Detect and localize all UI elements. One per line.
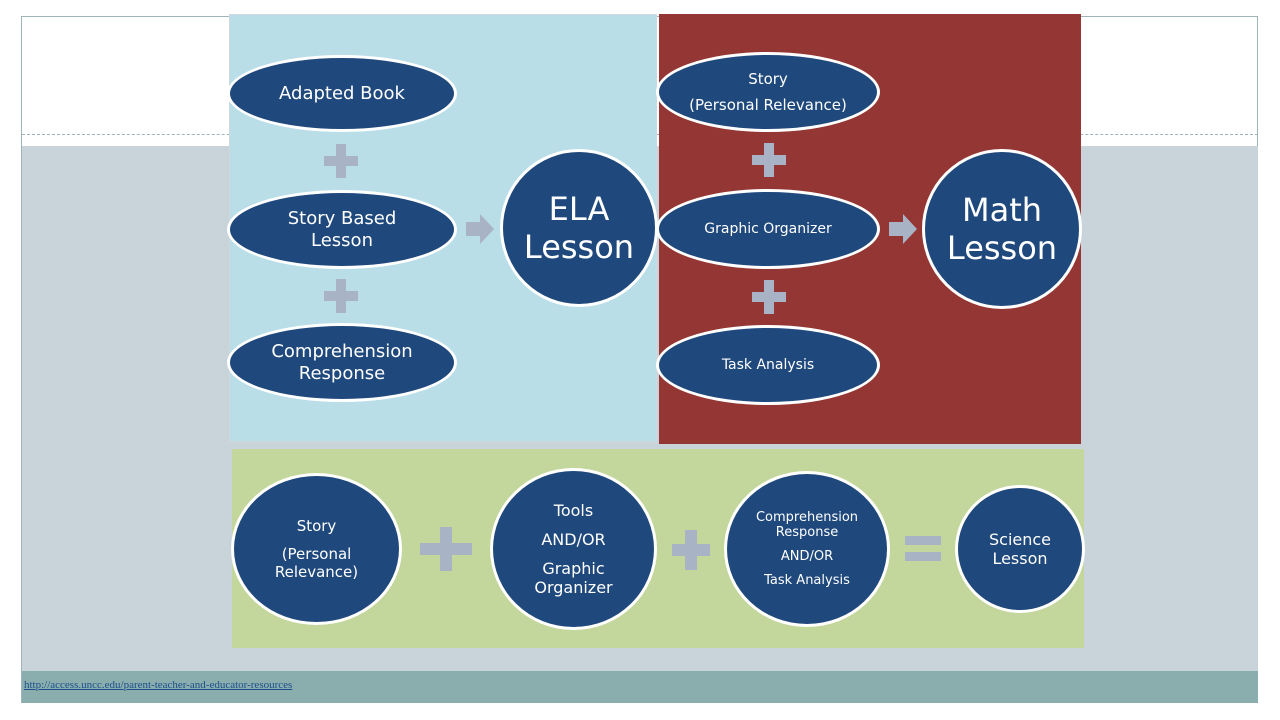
node-line: Comprehension	[755, 509, 859, 525]
plus-icon	[324, 279, 358, 318]
graphic-organizer-node: Graphic Organizer	[656, 189, 880, 269]
adapted-book-node: Adapted Book	[227, 55, 457, 132]
node-line: Response	[298, 362, 386, 384]
plus-icon	[672, 530, 710, 575]
plus-icon	[752, 280, 786, 319]
node-line: Task Analysis	[721, 356, 815, 373]
node-line: AND/OR	[541, 529, 606, 549]
story-based-lesson-node: Story Based Lesson	[227, 190, 457, 269]
tools-graphic-organizer-node: Tools AND/OR Graphic Organizer	[490, 468, 657, 630]
node-line: Relevance)	[274, 563, 359, 581]
footer-resource-link[interactable]: http://access.uncc.edu/parent-teacher-an…	[24, 679, 293, 691]
node-line: Story Based	[287, 207, 397, 229]
story-personal-relevance-node: Story (Personal Relevance)	[656, 52, 880, 132]
node-line: Math	[961, 190, 1043, 229]
comprehension-response-node: Comprehension Response	[227, 323, 457, 402]
node-line: Story	[296, 517, 337, 535]
task-analysis-node: Task Analysis	[656, 325, 880, 405]
arrow-right-icon	[466, 214, 494, 249]
node-line: Lesson	[311, 229, 373, 251]
node-line: Graphic	[542, 559, 605, 578]
arrow-right-icon	[889, 214, 917, 249]
equals-icon	[905, 536, 941, 567]
node-line: (Personal Relevance)	[689, 96, 847, 114]
node-line: ELA	[548, 189, 610, 228]
node-line: Organizer	[534, 578, 613, 598]
node-line: AND/OR	[780, 549, 834, 564]
node-line: Adapted Book	[279, 82, 405, 104]
comprehension-task-analysis-node: Comprehension Response AND/OR Task Analy…	[724, 471, 890, 627]
plus-icon	[420, 527, 472, 576]
math-lesson-node: Math Lesson	[922, 149, 1082, 309]
ela-lesson-node: ELA Lesson	[500, 149, 658, 307]
node-line: Response	[775, 525, 839, 541]
node-line: Task Analysis	[764, 572, 850, 588]
node-line: Science	[988, 529, 1052, 549]
node-line: Lesson	[992, 549, 1048, 568]
node-line: Tools	[553, 500, 594, 520]
node-line: Story	[748, 70, 788, 88]
plus-icon	[324, 144, 358, 183]
footer-bar	[22, 671, 1258, 703]
node-line: Comprehension	[271, 340, 413, 362]
node-line: Lesson	[946, 229, 1058, 267]
node-line: Lesson	[523, 228, 635, 266]
node-line: (Personal	[281, 545, 352, 563]
node-line: Graphic Organizer	[704, 220, 832, 237]
plus-icon	[752, 143, 786, 182]
science-story-node: Story (Personal Relevance)	[231, 473, 402, 625]
science-lesson-node: Science Lesson	[955, 485, 1085, 613]
